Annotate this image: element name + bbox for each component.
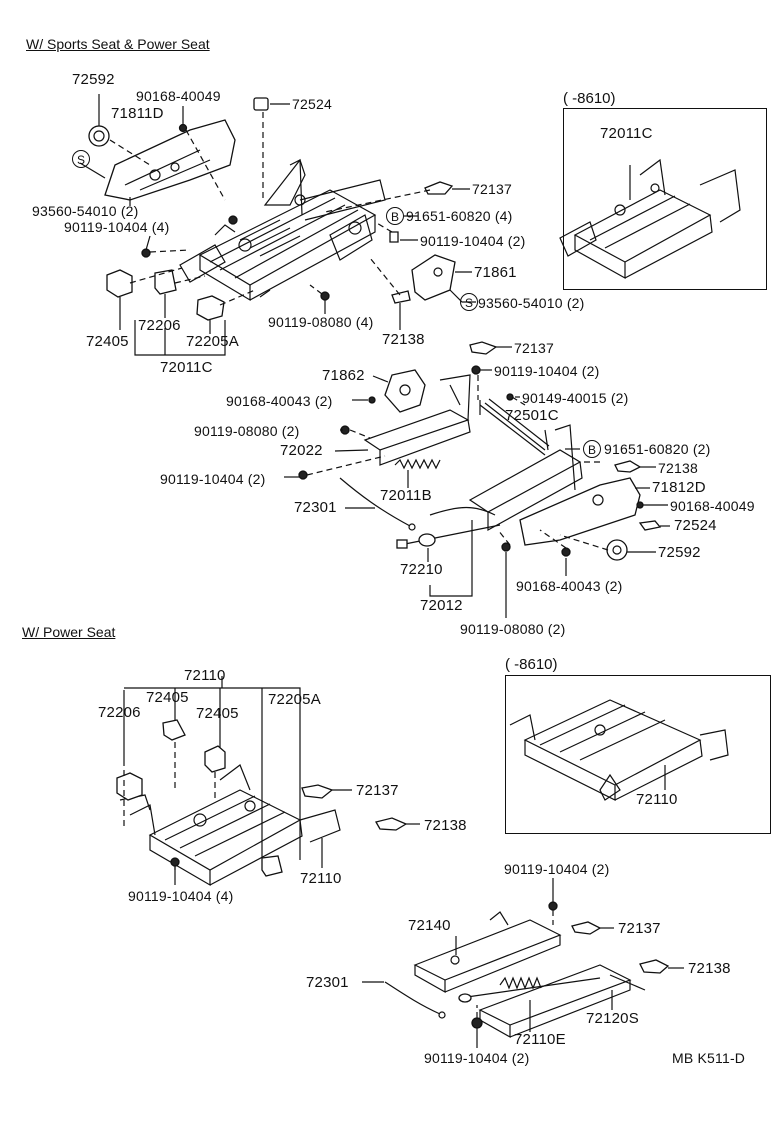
part-label: 72138: [424, 817, 467, 834]
part-label: 72405: [196, 705, 239, 722]
part-label: 72011C: [160, 359, 213, 376]
inset-range-bottom: ( -8610): [505, 656, 558, 673]
part-label: 72120S: [586, 1010, 639, 1027]
part-label: 91651-60820 (4): [406, 208, 513, 224]
part-label: 90119-08080 (4): [268, 314, 374, 330]
part-label: 91651-60820 (2): [604, 441, 711, 457]
part-label: 72405: [146, 689, 189, 706]
part-label: 72524: [674, 517, 717, 534]
part-label: 72210: [400, 561, 443, 578]
part-label: 72138: [382, 331, 425, 348]
part-label: 71862: [322, 367, 365, 384]
inset-box-bottom: [505, 675, 771, 834]
part-label: 72110: [300, 870, 342, 887]
part-label: 90119-10404 (2): [424, 1050, 530, 1066]
leaders-bottom-left: [174, 789, 420, 885]
part-label: 93560-54010 (2): [478, 295, 585, 311]
part-label: 72022: [280, 442, 323, 459]
part-label: 72110: [636, 791, 678, 808]
diagram-code: MB K511-D: [672, 1050, 746, 1066]
part-label: 90119-10404 (2): [420, 233, 526, 249]
part-label: 90149-40015 (2): [522, 390, 629, 406]
part-label: 90119-08080 (2): [194, 423, 300, 439]
part-label: 72301: [306, 974, 349, 991]
part-label: 72011C: [600, 125, 653, 142]
part-label: 90119-10404 (2): [494, 363, 600, 379]
part-label: 72501C: [505, 407, 559, 424]
part-label: 72137: [356, 782, 399, 799]
part-label: 90168-40049: [670, 498, 755, 514]
part-label: 72301: [294, 499, 337, 516]
part-label: 72110: [184, 667, 226, 684]
part-label: 72405: [86, 333, 129, 350]
section-title-power: W/ Power Seat: [22, 624, 116, 640]
part-label: 72205A: [186, 333, 239, 350]
part-label: 72592: [658, 544, 701, 561]
part-label: 72137: [514, 340, 554, 356]
part-label: 90168-40043 (2): [226, 393, 333, 409]
part-label: 90119-10404 (2): [504, 861, 610, 877]
part-label: 93560-54010 (2): [32, 203, 139, 219]
part-label: 72137: [472, 181, 512, 197]
part-label: 72524: [292, 96, 332, 112]
part-label: 72012: [420, 597, 463, 614]
part-label: 72138: [658, 460, 698, 476]
part-label: 72011B: [380, 487, 432, 504]
part-label: 71812D: [652, 479, 706, 496]
part-label: 90168-40049: [136, 88, 221, 104]
section-title-sports-power: W/ Sports Seat & Power Seat: [26, 36, 210, 52]
seat-track-assembly-middle: [298, 341, 662, 597]
part-label: 71811D: [111, 105, 164, 122]
inset-box-top: [563, 108, 767, 290]
part-label: 90119-08080 (2): [460, 621, 566, 637]
part-label: 72140: [408, 917, 451, 934]
part-label: 72205A: [268, 691, 321, 708]
symbol-s-circle: S: [460, 293, 478, 311]
part-label: 90168-40043 (2): [516, 578, 623, 594]
inset-frame-bottom: [509, 699, 729, 801]
inset-range-top: ( -8610): [563, 90, 616, 107]
seat-frame-assembly-bottom: [116, 676, 408, 887]
part-label: 90119-10404 (2): [160, 471, 266, 487]
part-label: 72206: [98, 704, 141, 721]
part-label: 72592: [72, 71, 115, 88]
seat-frame-assembly-top: [88, 97, 456, 356]
inset-frame-top: [559, 158, 741, 280]
symbol-s-circle: S: [72, 150, 90, 168]
part-label: 72110E: [514, 1031, 566, 1048]
leaders-middle: [284, 346, 670, 618]
part-label: 72137: [618, 920, 661, 937]
part-label: 71861: [474, 264, 517, 281]
part-label: 72206: [138, 317, 181, 334]
symbol-b-circle: B: [386, 207, 404, 225]
part-label: 90119-10404 (4): [128, 888, 234, 904]
leaders-bottom-right: [362, 878, 684, 1048]
symbol-b-circle: B: [583, 440, 601, 458]
part-label: 72138: [688, 960, 731, 977]
seat-tracks-bottom: [384, 901, 670, 1039]
part-label: 90119-10404 (4): [64, 219, 170, 235]
